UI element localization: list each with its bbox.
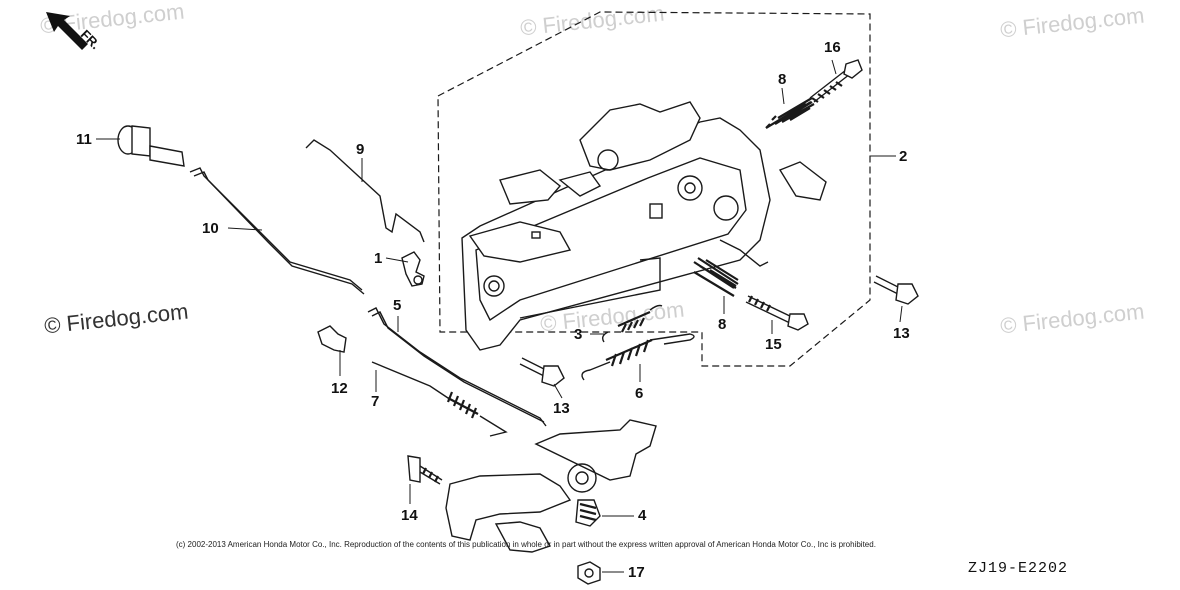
spring-lower-part <box>693 257 739 297</box>
bolt-16-part <box>809 59 863 103</box>
diagram-code: ZJ19-E2202 <box>968 560 1069 577</box>
rod-9-part <box>305 139 425 243</box>
callout-13-right[interactable]: 13 <box>893 325 910 342</box>
callout-7[interactable]: 7 <box>371 393 380 410</box>
leader-lines <box>96 59 903 573</box>
callout-9[interactable]: 9 <box>356 141 365 158</box>
callout-5[interactable]: 5 <box>393 297 402 314</box>
bolt-15-part <box>745 295 809 331</box>
clip-1-part <box>401 251 425 287</box>
callout-11[interactable]: 11 <box>76 131 92 148</box>
assembly-boundary <box>437 11 871 367</box>
callout-16[interactable]: 16 <box>824 39 841 56</box>
callout-8-lower[interactable]: 8 <box>718 316 727 333</box>
callout-14[interactable]: 14 <box>401 507 418 524</box>
rod-5-part <box>367 307 547 427</box>
bolt-13-center-part <box>519 357 565 387</box>
callout-3[interactable]: 3 <box>574 326 583 343</box>
callout-17[interactable]: 17 <box>628 564 645 581</box>
callout-1[interactable]: 1 <box>374 250 383 267</box>
callout-2[interactable]: 2 <box>899 148 908 165</box>
screw-14-part <box>407 455 443 485</box>
clip-12-part <box>317 325 347 353</box>
callout-4[interactable]: 4 <box>638 507 647 524</box>
spring-6-part <box>581 333 695 381</box>
callout-8-upper[interactable]: 8 <box>778 71 787 88</box>
callout-10[interactable]: 10 <box>202 220 219 237</box>
spring-upper-part <box>765 97 815 129</box>
nut-17-part <box>577 561 601 585</box>
callout-15[interactable]: 15 <box>765 336 782 353</box>
copyright-notice: (c) 2002-2013 American Honda Motor Co., … <box>176 540 876 549</box>
front-direction-arrow-icon <box>46 12 88 50</box>
spring-3-part <box>601 304 663 343</box>
control-bracket-part <box>461 101 827 351</box>
callout-13-center[interactable]: 13 <box>553 400 570 417</box>
callout-12[interactable]: 12 <box>331 380 348 397</box>
choke-knob-11-part <box>117 125 185 167</box>
callout-6[interactable]: 6 <box>635 385 644 402</box>
rod-10-part <box>189 167 365 295</box>
rod-7-part <box>371 361 508 437</box>
lever-assembly-4-part <box>445 419 657 553</box>
bolt-13-right-part <box>873 275 919 305</box>
